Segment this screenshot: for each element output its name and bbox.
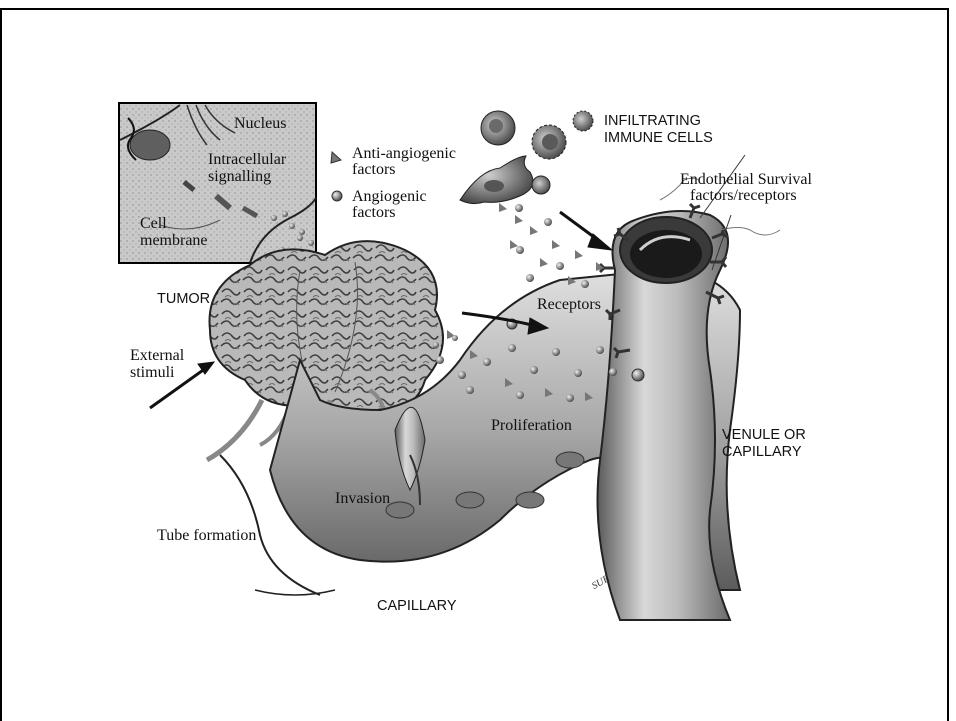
label-stimuli: stimuli [130, 365, 174, 382]
label-infiltrating: INFILTRATING [604, 114, 701, 129]
label-factors-receptors: factors/receptors [690, 188, 797, 205]
label-immune-cells: IMMUNE CELLS [604, 131, 713, 146]
label-tube-formation: Tube formation [157, 528, 256, 545]
tumor-mass [210, 241, 444, 419]
label-receptors: Receptors [537, 297, 601, 314]
anti-angiogenic-symbol [331, 152, 341, 163]
venule-vessel [598, 178, 781, 620]
label-external: External [130, 348, 184, 365]
label-angiogenic-factors: factors [352, 205, 396, 222]
label-tumor: TUMOR [157, 292, 210, 307]
label-membrane: membrane [140, 233, 208, 250]
label-anti-angiogenic-factors: factors [352, 162, 396, 179]
label-venule-or: VENULE OR [722, 428, 806, 443]
label-intracellular: Intracellular [208, 152, 286, 169]
label-invasion: Invasion [335, 491, 390, 508]
label-venule-capillary: CAPILLARY [722, 445, 802, 460]
immune-cells [460, 111, 593, 204]
label-cell: Cell [140, 216, 167, 233]
label-nucleus: Nucleus [234, 116, 286, 133]
label-capillary: CAPILLARY [377, 599, 457, 614]
angiogenic-symbol [332, 191, 342, 201]
label-proliferation: Proliferation [491, 418, 572, 435]
label-signalling: signalling [208, 169, 271, 186]
